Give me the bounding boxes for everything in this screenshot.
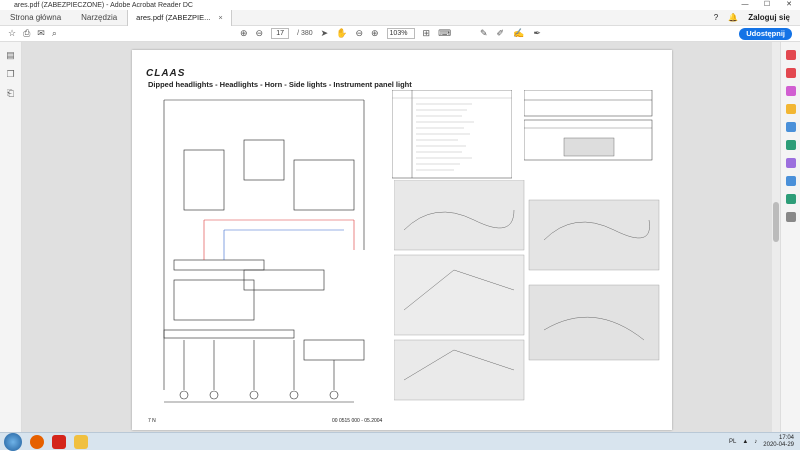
windows-taskbar: PL ▲ ♪ 17:04 2020-04-29: [0, 432, 800, 451]
wiring-diagram: [163, 99, 365, 403]
fit-page-icon[interactable]: ⊞: [422, 28, 431, 38]
fill-sign-icon[interactable]: [785, 158, 796, 168]
tab-home[interactable]: Strona główna: [10, 12, 62, 22]
combine-files-icon[interactable]: [785, 122, 796, 132]
keyboard-icon[interactable]: ⌨: [438, 28, 452, 38]
mail-icon[interactable]: ✉: [37, 28, 45, 38]
bookmark-icon[interactable]: ☆: [8, 28, 17, 38]
zoom-out-icon[interactable]: ⊖: [355, 28, 363, 38]
bell-icon[interactable]: 🔔: [728, 13, 739, 22]
pdf-page: CLAAS Dipped headlights - Headlights - H…: [132, 50, 672, 430]
claas-logo: CLAAS: [146, 68, 186, 79]
document-viewport[interactable]: CLAAS Dipped headlights - Headlights - H…: [22, 42, 772, 432]
edit-pdf-icon[interactable]: [785, 86, 796, 96]
menubar-right: ? 🔔 Zaloguj się: [714, 13, 790, 22]
sign-icon[interactable]: ✒: [533, 28, 541, 38]
page-footer-left: 7 N: [148, 418, 156, 424]
create-pdf-icon[interactable]: [785, 68, 796, 78]
tab-document[interactable]: ares.pdf (ZABEZPIE... ×: [127, 9, 232, 26]
toolbar-center: ⊕ ⊖ 17 / 380 ➤ ✋ ⊖ ⊕ 103% ⊞ ⌨: [240, 28, 451, 39]
scrollbar-thumb[interactable]: [773, 202, 779, 242]
vertical-scrollbar[interactable]: [772, 42, 780, 432]
window-controls: — ☐ ✕: [734, 0, 800, 10]
firefox-icon[interactable]: [30, 434, 44, 449]
login-button[interactable]: Zaloguj się: [748, 13, 790, 22]
select-tool-icon[interactable]: ➤: [320, 28, 329, 38]
hand-tool-icon[interactable]: ✋: [336, 28, 348, 38]
page-down-icon[interactable]: ⊖: [255, 28, 264, 38]
volume-icon[interactable]: ♪: [754, 438, 758, 445]
window-title: ares.pdf (ZABEZPIECZONE) - Adobe Acrobat…: [14, 1, 193, 9]
close-button[interactable]: ✕: [786, 1, 792, 8]
legend-table: [392, 90, 512, 179]
window-titlebar: ares.pdf (ZABEZPIECZONE) - Adobe Acrobat…: [0, 0, 800, 10]
toolbar-left: ☆ ⎙ ✉ ⌕: [8, 28, 57, 39]
share-button[interactable]: Udostępnij: [739, 28, 792, 40]
pen-icon[interactable]: ✐: [496, 28, 505, 38]
page-title: Dipped headlights - Headlights - Horn - …: [148, 80, 412, 89]
network-icon[interactable]: ▲: [742, 438, 749, 445]
clock[interactable]: 17:04 2020-04-29: [763, 435, 794, 449]
search-icon[interactable]: ⌕: [51, 28, 57, 38]
close-tab-icon[interactable]: ×: [218, 13, 223, 22]
maximize-button[interactable]: ☐: [763, 1, 771, 8]
right-tools-rail: [780, 42, 800, 432]
minimize-button[interactable]: —: [741, 1, 749, 8]
send-review-icon[interactable]: [785, 176, 796, 186]
help-icon[interactable]: ?: [713, 13, 719, 22]
page-total: / 380: [297, 30, 313, 37]
page-thumbnails-icon[interactable]: ▤: [6, 50, 15, 60]
print-icon[interactable]: ⎙: [23, 28, 31, 38]
more-tools-icon[interactable]: [785, 212, 796, 222]
left-navigation-rail: ▤ ❐ ⎗: [0, 42, 22, 432]
language-indicator[interactable]: PL: [729, 438, 737, 445]
highlight-icon[interactable]: ✍: [513, 28, 525, 38]
zoom-in-icon[interactable]: ⊕: [370, 28, 379, 38]
acrobat-icon[interactable]: [52, 434, 66, 449]
zoom-field[interactable]: 103%: [386, 28, 415, 39]
page-up-icon[interactable]: ⊕: [240, 28, 248, 38]
system-tray: PL ▲ ♪ 17:04 2020-04-29: [729, 435, 794, 449]
document-tab-label: ares.pdf (ZABEZPIE...: [136, 13, 211, 22]
clock-date: 2020-04-29: [763, 441, 794, 448]
menubar: Strona główna Narzędzia ares.pdf (ZABEZP…: [0, 9, 800, 26]
comment-tool-icon[interactable]: [785, 104, 796, 114]
bookmarks-panel-icon[interactable]: ❐: [6, 69, 15, 79]
page-footer-center: 00 0515 000 - 05.2004: [332, 418, 383, 424]
page-number-input[interactable]: 17: [271, 28, 290, 39]
organize-pages-icon[interactable]: [785, 140, 796, 150]
clock-time: 17:04: [778, 434, 794, 441]
toolbar: ☆ ⎙ ✉ ⌕ ⊕ ⊖ 17 / 380 ➤ ✋ ⊖ ⊕ 103% ⊞ ⌨ ✎ …: [0, 26, 800, 42]
start-button[interactable]: [4, 432, 22, 451]
export-pdf-icon[interactable]: [785, 50, 796, 60]
comment-icon[interactable]: ✎: [480, 28, 488, 38]
protect-icon[interactable]: [785, 194, 796, 204]
connector-table: [524, 90, 653, 161]
tab-tools[interactable]: Narzędzia: [81, 12, 118, 22]
toolbar-right: ✎ ✐ ✍ ✒: [480, 28, 541, 39]
explorer-icon[interactable]: [74, 434, 88, 449]
attachments-icon[interactable]: ⎗: [6, 88, 15, 98]
tractor-photos: [394, 180, 660, 401]
